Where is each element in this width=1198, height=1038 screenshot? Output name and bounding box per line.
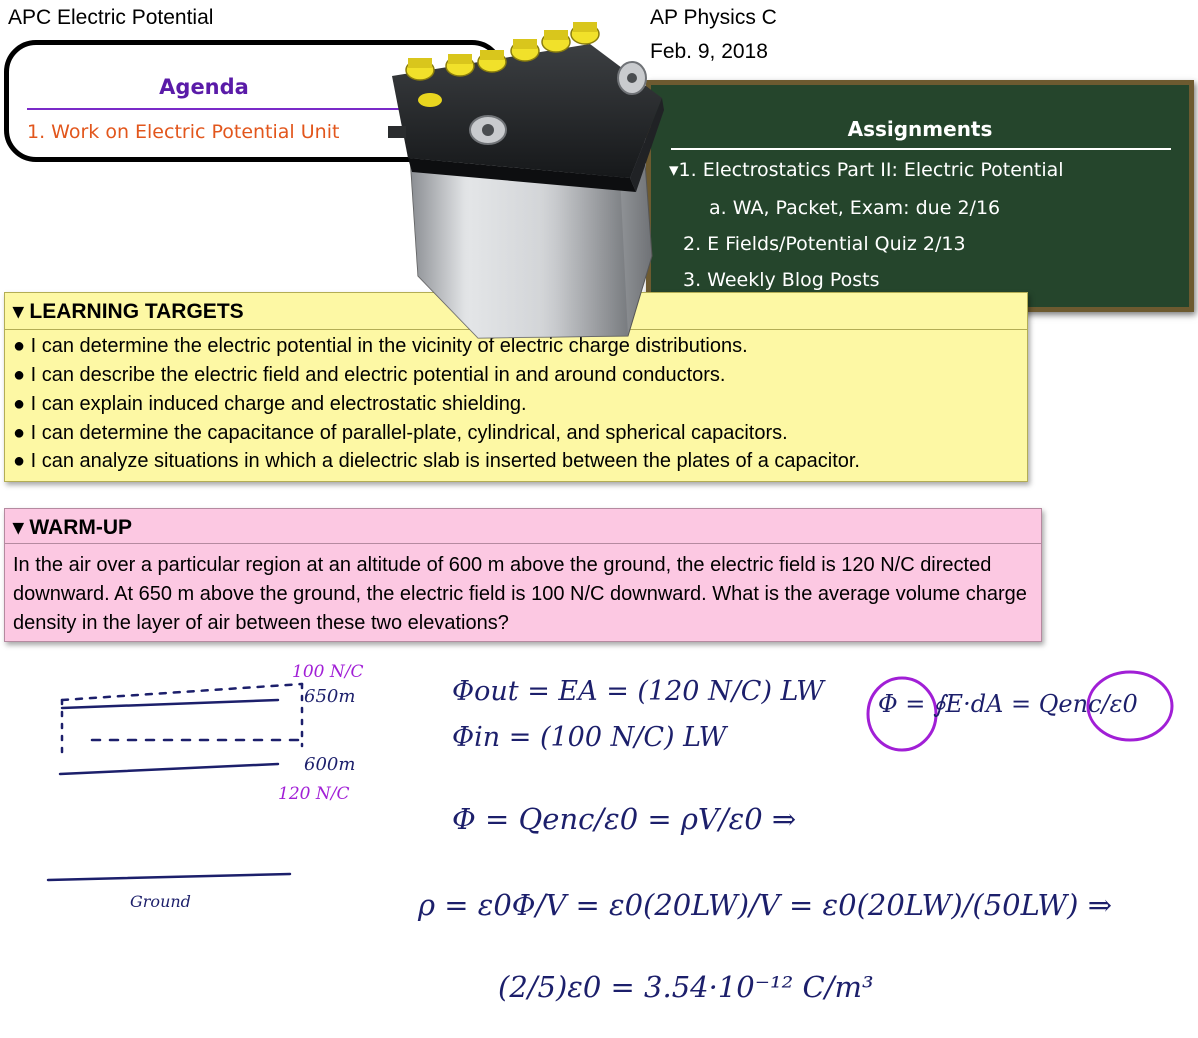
battery-image — [388, 22, 664, 339]
warmup-question: In the air over a particular region at a… — [13, 554, 1027, 634]
target-item: ● I can determine the capacitance of par… — [13, 422, 788, 444]
page-title: APC Electric Potential — [8, 6, 214, 29]
flux-charge-equation: Φ = Qenc/ε0 = ρV/ε0 ⇒ — [452, 802, 797, 836]
ground-label: Ground — [130, 892, 191, 911]
answer-equation: (2/5)ε0 = 3.54·10⁻¹² C/m³ — [498, 970, 874, 1004]
gauss-law-equation: Φ = ∮E·dA = Qenc/ε0 — [878, 690, 1138, 718]
assignments-board: Assignments ▾1. Electrostatics Part II: … — [646, 80, 1194, 312]
target-item: ● I can describe the electric field and … — [13, 364, 726, 386]
agenda-item: 1. Work on Electric Potential Unit — [27, 121, 340, 143]
target-item: ● I can determine the electric potential… — [13, 335, 748, 357]
agenda-divider — [27, 108, 407, 110]
field-120-label: 120 N/C — [278, 784, 350, 804]
learning-targets-title[interactable]: ▾ LEARNING TARGETS — [13, 300, 244, 323]
warmup-title[interactable]: ▾ WARM-UP — [13, 516, 133, 539]
assignment-item: 3. Weekly Blog Posts — [683, 269, 880, 291]
height-600-label: 600m — [304, 754, 356, 775]
course-name: AP Physics C — [650, 6, 777, 29]
height-650-label: 650m — [304, 686, 356, 707]
assignments-title: Assignments — [847, 117, 993, 141]
warmup-panel: ▾ WARM-UP In the air over a particular r… — [4, 508, 1042, 642]
target-item: ● I can analyze situations in which a di… — [13, 450, 860, 472]
target-item: ● I can explain induced charge and elect… — [13, 393, 527, 415]
assignment-item: 2. E Fields/Potential Quiz 2/13 — [683, 233, 966, 255]
flux-in-equation: Φin = (100 N/C) LW — [452, 722, 727, 753]
charge-density-equation: ρ = ε0Φ/V = ε0(20LW)/V = ε0(20LW)/(50LW)… — [418, 888, 1113, 922]
air-layer-sketch — [46, 682, 304, 882]
warmup-header[interactable]: ▾ WARM-UP — [5, 509, 1041, 544]
date-label: Feb. 9, 2018 — [650, 40, 768, 63]
assignment-subitem: a. WA, Packet, Exam: due 2/16 — [709, 197, 1001, 219]
assignments-divider — [671, 148, 1171, 150]
flux-out-equation: Φout = EA = (120 N/C) LW — [452, 676, 824, 707]
field-100-label: 100 N/C — [292, 662, 364, 682]
gauss-law-highlight — [866, 670, 1174, 752]
agenda-title: Agenda — [159, 75, 249, 99]
assignment-item[interactable]: ▾1. Electrostatics Part II: Electric Pot… — [669, 159, 1064, 181]
